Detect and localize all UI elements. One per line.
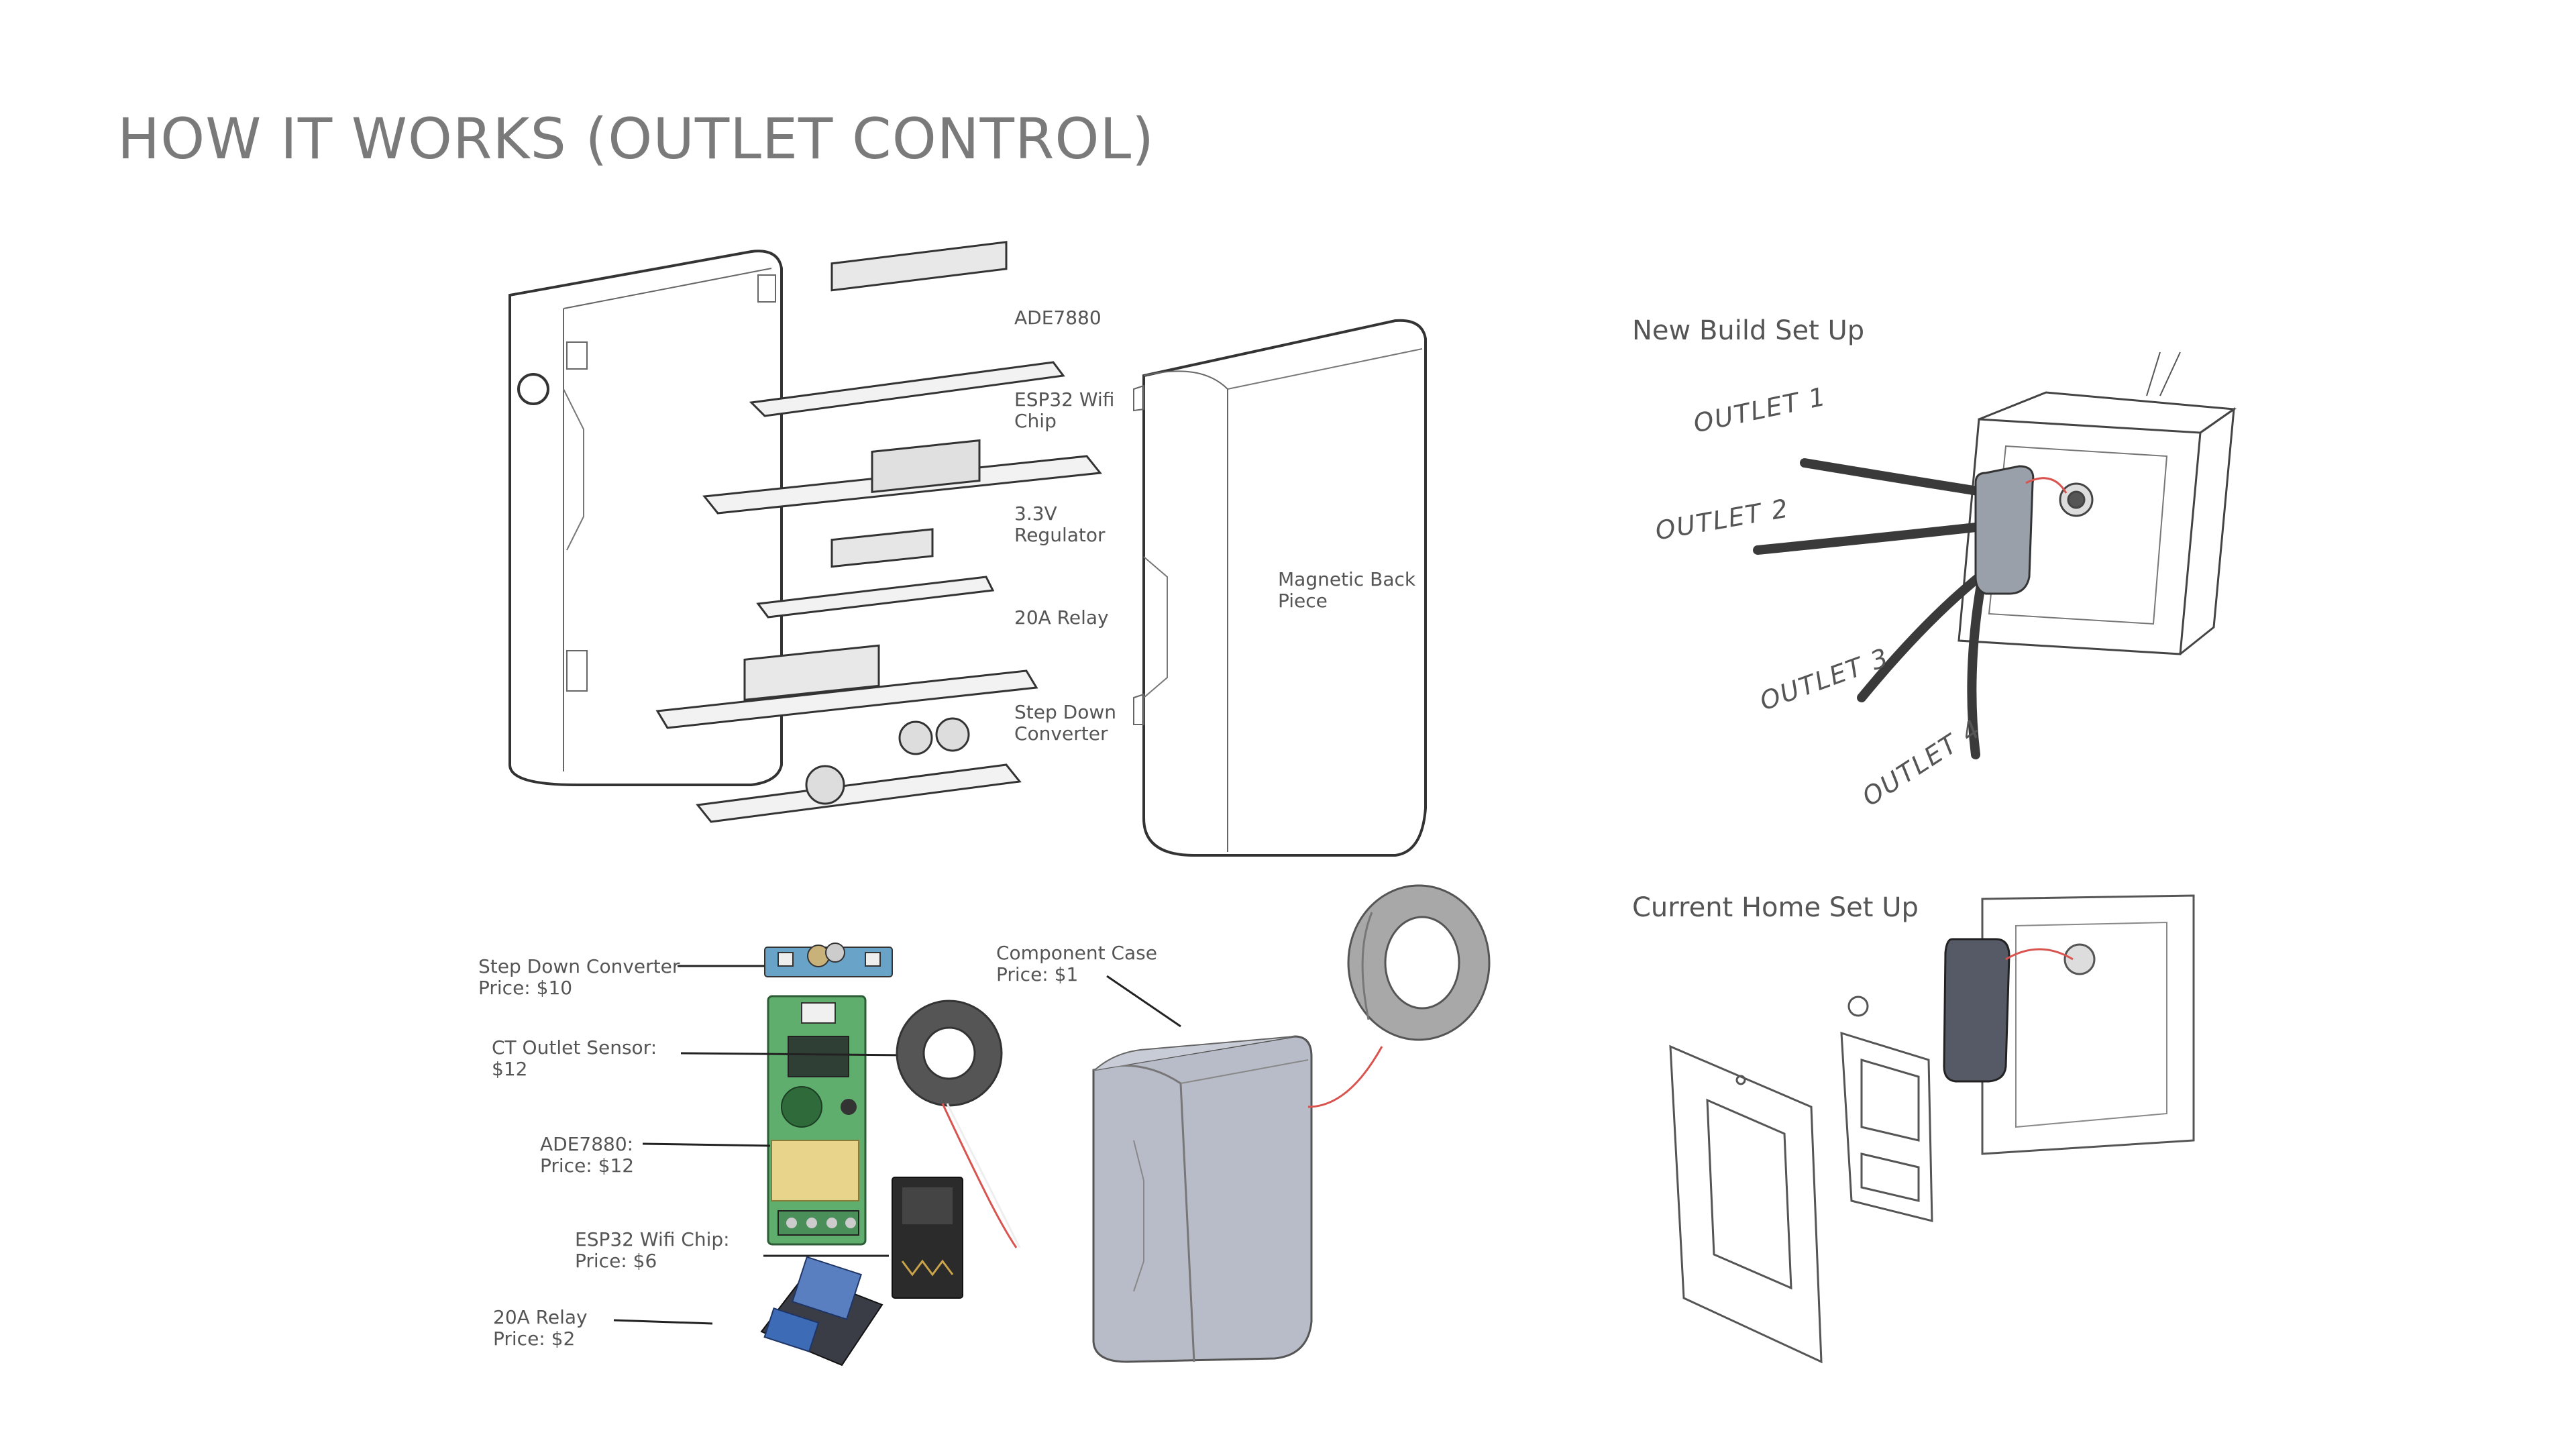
board-relay: [655, 644, 1038, 729]
new-build-module: [1974, 465, 2068, 595]
step-down-converter-image: [764, 943, 893, 977]
new-build-heading: New Build Set Up: [1632, 315, 1865, 346]
leader-ade7880: [642, 1142, 771, 1147]
component-case-image: [1092, 1035, 1313, 1363]
label-regulator: 3.3V Regulator: [1014, 502, 1106, 546]
component-case: Component Case Price: $1: [996, 942, 1157, 985]
board-esp32: [702, 439, 1102, 515]
component-ade7880: ADE7880: Price: $12: [540, 1133, 635, 1177]
retrofit-box: [1981, 894, 2195, 1155]
label-esp32: ESP32 Wifi Chip: [1014, 388, 1115, 432]
board-ade7880: [749, 241, 1065, 417]
case-ct-ring-image: [1307, 884, 1491, 1108]
esp32-chip-image: [892, 1177, 963, 1299]
label-relay: 20A Relay: [1014, 606, 1109, 629]
current-home-heading: Current Home Set Up: [1632, 892, 1919, 923]
outlet-receptacle: [1840, 996, 1933, 1222]
label-magnetic-back: Magnetic Back Piece: [1278, 568, 1416, 612]
leader-case: [1106, 975, 1181, 1028]
component-relay: 20A Relay Price: $2: [493, 1306, 588, 1350]
label-ade7880: ADE7880: [1014, 307, 1102, 329]
leader-ct-sensor: [680, 1052, 906, 1057]
board-regulator: [756, 528, 995, 619]
component-esp32: ESP32 Wifi Chip: Price: $6: [575, 1228, 730, 1272]
magnetic-back-piece: [1133, 319, 1427, 857]
leader-relay: [613, 1319, 713, 1325]
new-build-wires: [1753, 458, 2017, 759]
board-step-down: [696, 717, 1022, 823]
component-ct-sensor: CT Outlet Sensor: $12: [492, 1036, 657, 1080]
component-step-down: Step Down Converter Price: $10: [478, 955, 680, 999]
junction-box: [1957, 352, 2237, 655]
relay-image: [760, 1256, 883, 1366]
front-housing: [508, 250, 783, 786]
current-home-module: [1943, 938, 2074, 1083]
label-step-down: Step Down Converter: [1014, 701, 1116, 745]
ade7880-board-image: [767, 995, 867, 1246]
wall-plate: [1669, 1044, 1823, 1364]
ct-sensor-ring-image: [896, 1000, 1021, 1248]
page-title: HOW IT WORKS (OUTLET CONTROL): [117, 106, 1155, 172]
